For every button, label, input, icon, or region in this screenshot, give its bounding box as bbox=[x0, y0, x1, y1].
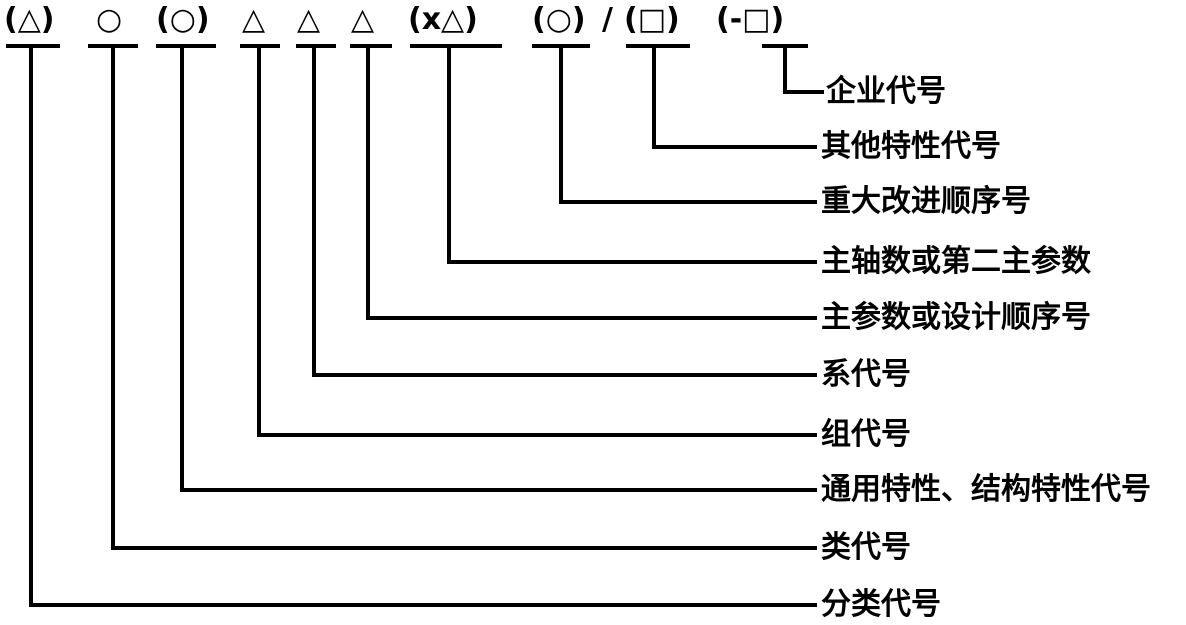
code-series-glyph: △ bbox=[297, 2, 321, 37]
code-revision-glyph: (○) bbox=[532, 2, 586, 37]
label-classification-code: 分类代号 bbox=[821, 587, 941, 622]
connector-revision bbox=[559, 44, 817, 204]
connector-class-group bbox=[29, 44, 817, 607]
code-enterprise-glyph: (-□) bbox=[716, 2, 785, 37]
label-other-feature-code: 其他特性代号 bbox=[821, 129, 1001, 164]
connector-series bbox=[312, 44, 817, 377]
code-general-feature-glyph: (○) bbox=[156, 2, 210, 37]
code-group-glyph: △ bbox=[242, 2, 266, 37]
code-main-param-glyph: △ bbox=[351, 2, 375, 37]
code-class-group-glyph: (△) bbox=[4, 2, 55, 37]
connector-spindle bbox=[447, 44, 817, 264]
code-spindle-glyph: (x△) bbox=[408, 2, 478, 37]
connector-group bbox=[257, 44, 817, 437]
connector-enterprise bbox=[783, 44, 824, 94]
connector-general-feature bbox=[180, 44, 817, 492]
label-main-param-or-design-sequence: 主参数或设计顺序号 bbox=[821, 300, 1091, 335]
label-series-code: 系代号 bbox=[821, 357, 911, 392]
label-group-code: 组代号 bbox=[821, 417, 911, 452]
label-general-structural-feature-code: 通用特性、结构特性代号 bbox=[821, 472, 1151, 507]
label-enterprise-code: 企业代号 bbox=[826, 74, 946, 109]
connector-main-param bbox=[366, 44, 817, 320]
label-class-code: 类代号 bbox=[821, 530, 911, 565]
code-separator-glyph: / bbox=[602, 2, 613, 37]
code-other-feature-glyph: (□) bbox=[624, 2, 680, 37]
connector-other-feature bbox=[652, 44, 817, 149]
code-class-glyph: ○ bbox=[96, 2, 123, 37]
label-major-revision-sequence: 重大改进顺序号 bbox=[821, 184, 1031, 219]
label-spindle-count-or-second-param: 主轴数或第二主参数 bbox=[821, 244, 1091, 279]
connector-class bbox=[111, 44, 817, 550]
